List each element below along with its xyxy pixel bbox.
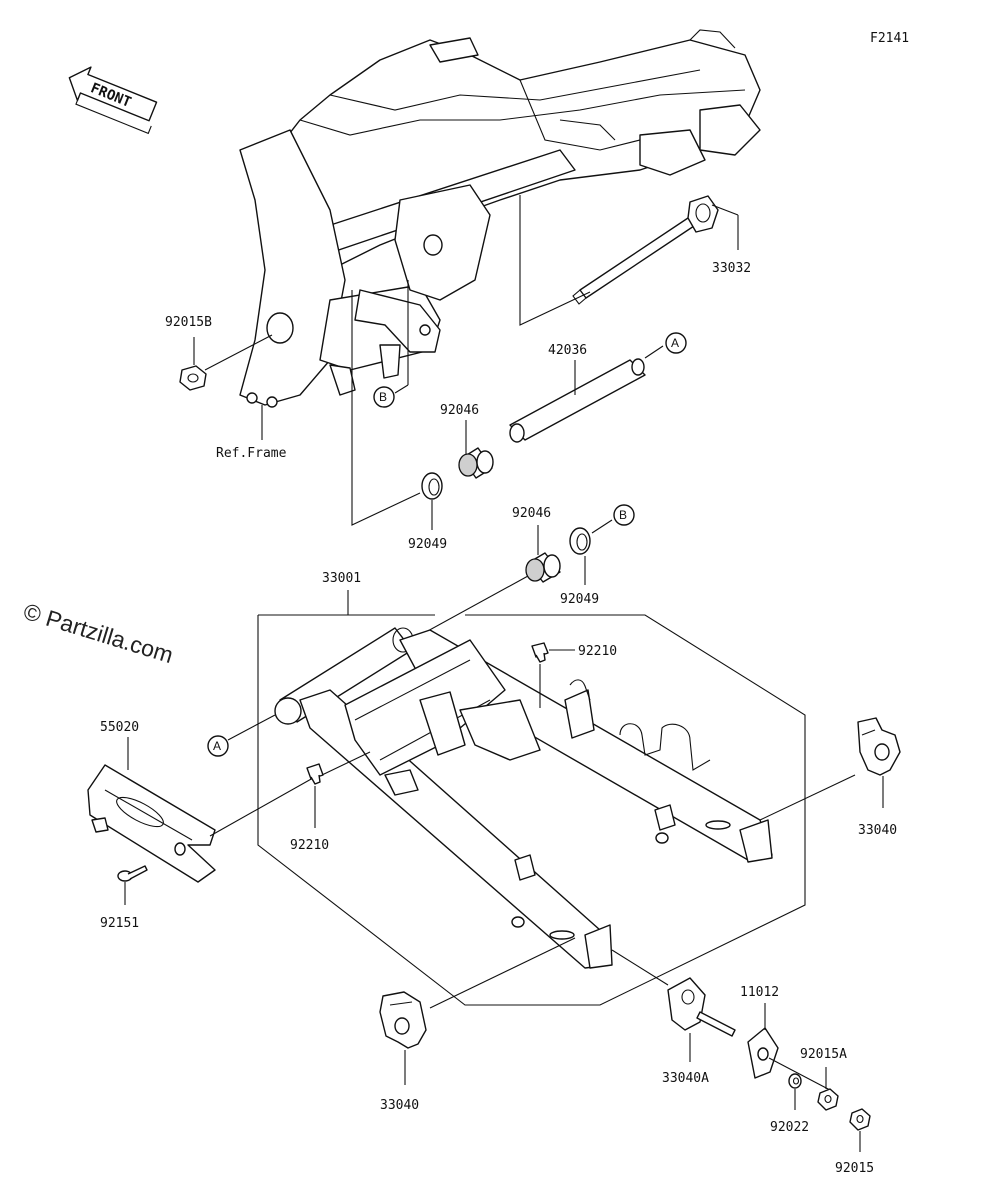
frame-nut-part — [179, 365, 207, 391]
callout-a-swingarm: A — [207, 735, 229, 757]
label-side-bolt: 92210 — [290, 838, 329, 853]
label-upper-seal: 92049 — [408, 537, 447, 552]
label-upper-bearing: 92046 — [440, 403, 479, 418]
washer-part — [788, 1073, 802, 1089]
side-bolt-part — [306, 763, 324, 785]
label-sleeve: 42036 — [548, 343, 587, 358]
left-adjuster-part — [379, 991, 427, 1049]
label-lower-seal: 92049 — [560, 592, 599, 607]
callout-a-top: A — [665, 332, 687, 354]
chain-guide-part — [87, 764, 216, 883]
label-nut-a: 92015A — [800, 1047, 847, 1062]
label-top-bolt: 92210 — [578, 644, 617, 659]
label-left-adjuster: 33040 — [380, 1098, 419, 1113]
sleeve-part — [509, 358, 646, 443]
nut-part — [849, 1108, 871, 1131]
watermark-text: © Partzilla.com — [21, 598, 177, 668]
lower-bearing-part — [525, 552, 561, 583]
ref-frame-label: Ref.Frame — [216, 446, 287, 461]
frame-illustration — [239, 29, 761, 408]
plate-part — [747, 1027, 779, 1079]
label-washer: 92022 — [770, 1120, 809, 1135]
label-adjuster-bolt: 33040A — [662, 1071, 709, 1086]
callout-b-bearing: B — [613, 504, 635, 526]
label-chain-guide: 55020 — [100, 720, 139, 735]
label-right-adjuster: 33040 — [858, 823, 897, 838]
front-arrow-icon: FRONT — [68, 66, 158, 135]
lower-seal-part — [569, 527, 591, 555]
figure-code: F2141 — [870, 31, 909, 46]
axle-bolt-part — [572, 195, 719, 305]
label-axle-bolt: 33032 — [712, 261, 751, 276]
label-guide-screw: 92151 — [100, 916, 139, 931]
upper-seal-part — [421, 472, 443, 500]
callout-b-frame: B — [373, 386, 395, 408]
svg-text:A: A — [671, 336, 679, 350]
nut-a-part — [817, 1088, 839, 1111]
svg-text:B: B — [379, 390, 387, 404]
label-nut: 92015 — [835, 1161, 874, 1176]
label-plate: 11012 — [740, 985, 779, 1000]
label-frame-nut: 92015B — [165, 315, 212, 330]
swingarm-part — [274, 627, 773, 969]
label-swingarm: 33001 — [322, 571, 361, 586]
label-lower-bearing: 92046 — [512, 506, 551, 521]
top-bolt-part — [531, 642, 549, 663]
svg-text:A: A — [213, 739, 221, 753]
upper-bearing-part — [458, 447, 494, 479]
right-adjuster-part — [857, 717, 901, 776]
svg-text:B: B — [619, 508, 627, 522]
guide-screw-part — [117, 865, 148, 882]
adjuster-bolt-part — [667, 977, 736, 1037]
